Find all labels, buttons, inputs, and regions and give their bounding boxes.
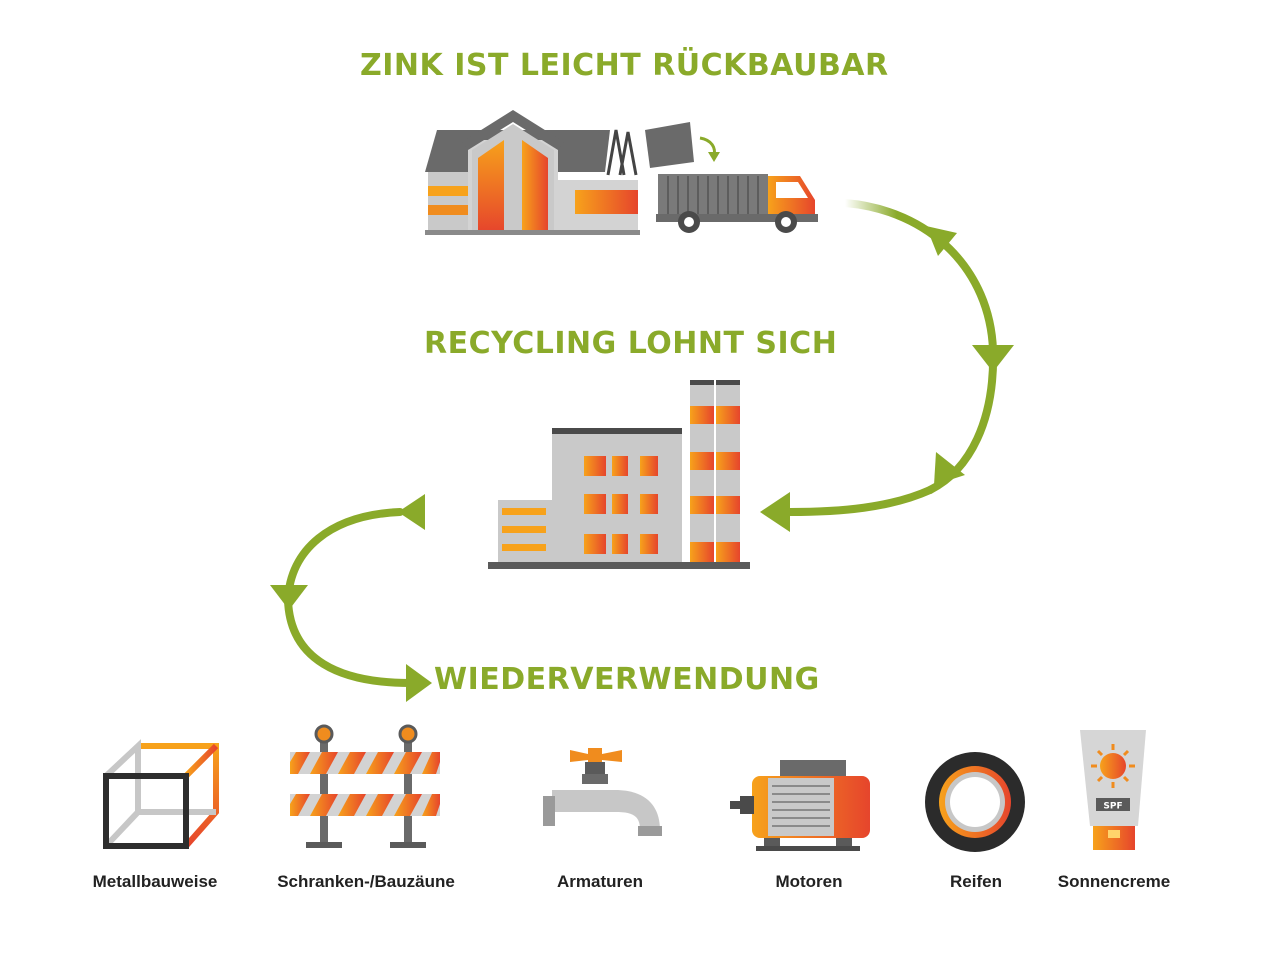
truck-icon — [656, 174, 818, 233]
construction-barrier-icon — [290, 724, 440, 848]
label-metal-construction: Metallbauweise — [92, 872, 218, 891]
arrowheads-1 — [760, 226, 1014, 532]
title-dismantle: ZINK IST LEICHT RÜCKBAUBAR — [360, 48, 889, 83]
electric-motor-icon — [730, 760, 870, 851]
factory-icon — [488, 380, 750, 569]
water-tap-icon — [543, 748, 662, 836]
label-tires: Reifen — [950, 872, 1002, 891]
spf-badge: SPF — [1103, 802, 1122, 812]
label-barrier-fences: Schranken-/Bauzäune — [277, 872, 455, 891]
metal-frame-cube-icon — [103, 739, 219, 849]
flow-arrow-1 — [786, 199, 998, 516]
sunscreen-tube-icon: SPF — [1080, 730, 1146, 850]
arrowheads-2 — [270, 494, 432, 702]
flow-arrow-2 — [284, 507, 479, 687]
title-recycling: RECYCLING LOHNT SICH — [424, 326, 838, 361]
house-icon — [425, 110, 720, 235]
sun-icon — [1091, 744, 1135, 788]
label-fittings: Armaturen — [557, 872, 643, 891]
title-reuse: WIEDERVERWENDUNG — [434, 662, 820, 697]
label-sunscreen: Sonnencreme — [1057, 872, 1171, 891]
label-motors: Motoren — [775, 872, 843, 891]
tire-icon — [925, 752, 1025, 852]
